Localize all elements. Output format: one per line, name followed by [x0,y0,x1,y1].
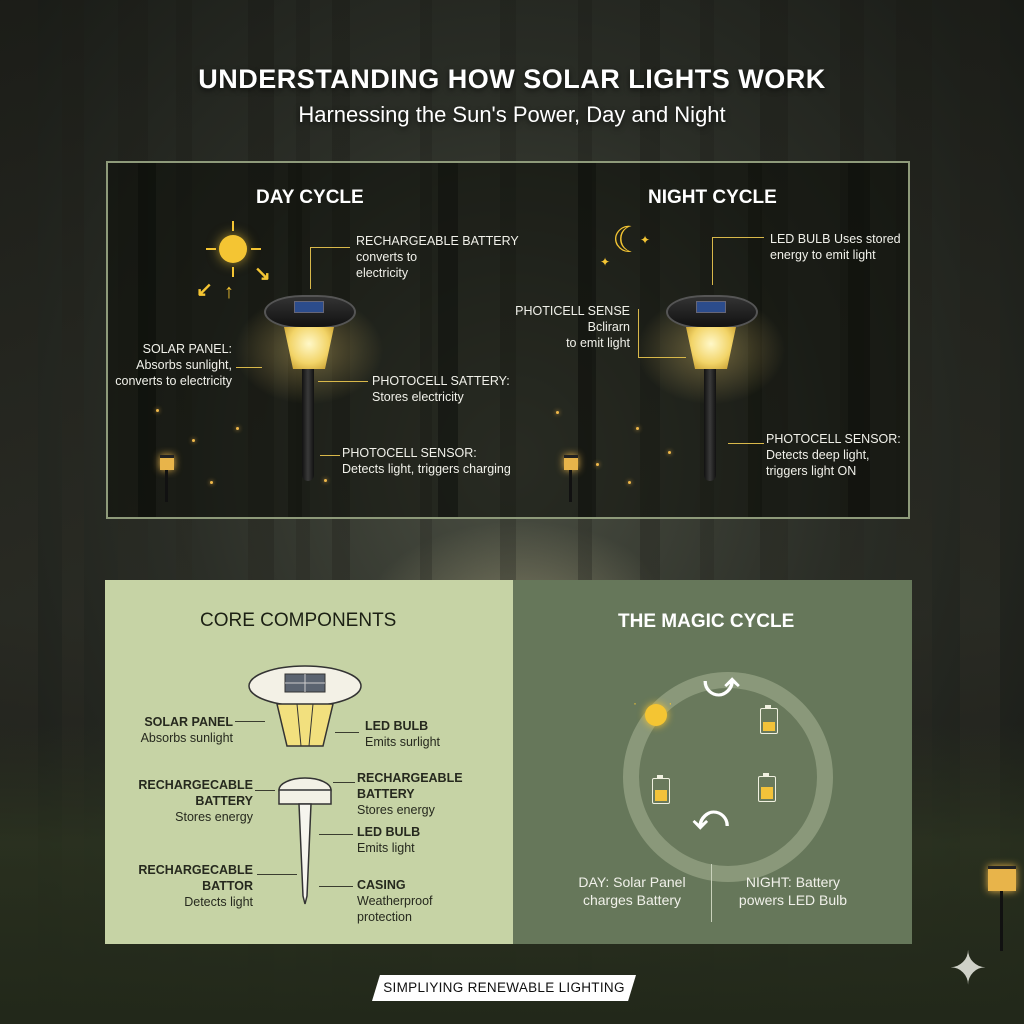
battery-icon [760,705,778,734]
solar-panel-icon [696,301,726,313]
solar-lamp-diagram [248,665,362,905]
day-label-battery-store: PHOTOCELL SATTERY: Stores electricity [372,374,510,404]
callout-line [236,367,262,368]
sun-ray [232,221,234,231]
lamp-stake [704,369,716,481]
callout-line [728,443,764,444]
sun-icon [645,704,667,726]
page-subtitle: Harnessing the Sun's Power, Day and Nigh… [298,102,726,127]
footer-banner: SIMPLIYING RENEWABLE LIGHTING [372,975,636,1001]
tree-trunk [138,163,156,517]
callout-line [320,455,340,456]
core-components-title: CORE COMPONENTS [200,610,397,631]
tree-trunk [438,163,458,517]
magic-cycle-title: THE MAGIC CYCLE [618,611,795,632]
callout-line [310,247,311,289]
core-label-sensor: RECHARGECABLE BATTOR Detects light [138,863,253,909]
night-caption: NIGHT: Battery powers LED Bulb [738,874,848,908]
callout-line [712,237,713,285]
solar-panel-icon [294,301,324,313]
core-label-solar-panel: SOLAR PANEL Absorbs sunlight [140,715,233,745]
core-label-battery-right: RECHARGEABLE BATTERY Stores energy [357,771,463,817]
star-icon: ✦ [600,255,611,269]
night-label-led: LED BULB Uses stored energy to emit ligh… [770,232,901,262]
lamp-stake [302,369,314,481]
night-cycle-title: NIGHT CYCLE [648,187,777,208]
callout-line [235,721,265,722]
sunlight-arrow-icon: ↑ [224,281,234,303]
core-label-led-bulb: LED BULB Emits surlight [365,719,441,749]
callout-line [712,237,764,238]
night-label-sensor: PHOTOCELL SENSOR: Detects deep light, tr… [766,432,901,478]
core-label-battery-left: RECHARGECABLE BATTERY Stores energy [138,778,253,824]
garden-lamp-icon [564,455,578,502]
tree-trunk [748,163,762,517]
callout-line [319,886,353,887]
cycle-panel: DAY CYCLE ↙ ↑ ↘ RECHARGEABLE BATTERY con… [106,161,910,519]
night-label-photocell: PHOTICELL SENSE Bclirarn to emit light [515,304,630,350]
day-caption: DAY: Solar Panel charges Battery [578,874,686,908]
lamp-bulb [284,327,334,369]
core-label-casing: CASING Weatherproof protection [357,878,433,924]
sparkle-icon: ✦ [948,942,988,994]
callout-line [318,381,368,382]
callout-line [310,247,350,248]
sun-ray [206,248,216,250]
day-label-sensor: PHOTOCELL SENSOR: Detects light, trigger… [342,446,511,476]
day-label-battery: RECHARGEABLE BATTERY converts to electri… [356,234,519,280]
sun-icon [219,235,247,263]
battery-icon [758,773,776,802]
sunlight-arrow-icon: ↘ [254,263,271,285]
caption-divider [711,864,712,922]
magic-cycle-panel: THE MAGIC CYCLE · · ⤻ ⤻ DAY: Solar Panel… [513,580,912,944]
core-label-led-bulb-2: LED BULB Emits light [357,825,421,855]
callout-line [319,834,353,835]
sunlight-arrow-icon: ↙ [196,279,213,301]
garden-lamp-icon [160,455,174,502]
callout-line [257,874,297,875]
garden-lamp-icon [988,866,1018,956]
tree-trunk [848,163,870,517]
cycle-arrow-icon: ⤻ [693,803,730,841]
sun-ray [232,267,234,277]
sun-rays: · · [633,696,687,710]
lamp-cap [264,295,356,329]
moon-icon: ☾ [612,219,645,260]
battery-icon [652,775,670,804]
callout-line [638,357,686,358]
callout-line [335,732,359,733]
day-label-solar-panel: SOLAR PANEL: Absorbs sunlight, converts … [115,342,232,388]
callout-line [255,790,275,791]
star-icon: ✦ [640,233,651,247]
tree-trunk [578,163,596,517]
callout-line [638,309,639,357]
cycle-arrow-icon: ⤻ [703,666,740,704]
lamp-bulb [686,327,736,369]
sun-ray [251,248,261,250]
callout-line [333,782,355,783]
day-cycle-title: DAY CYCLE [256,187,364,208]
page-title: UNDERSTANDING HOW SOLAR LIGHTS WORK [198,64,826,94]
core-components-panel: CORE COMPONENTS SOLAR PANEL Absorbs sunl… [105,580,513,944]
